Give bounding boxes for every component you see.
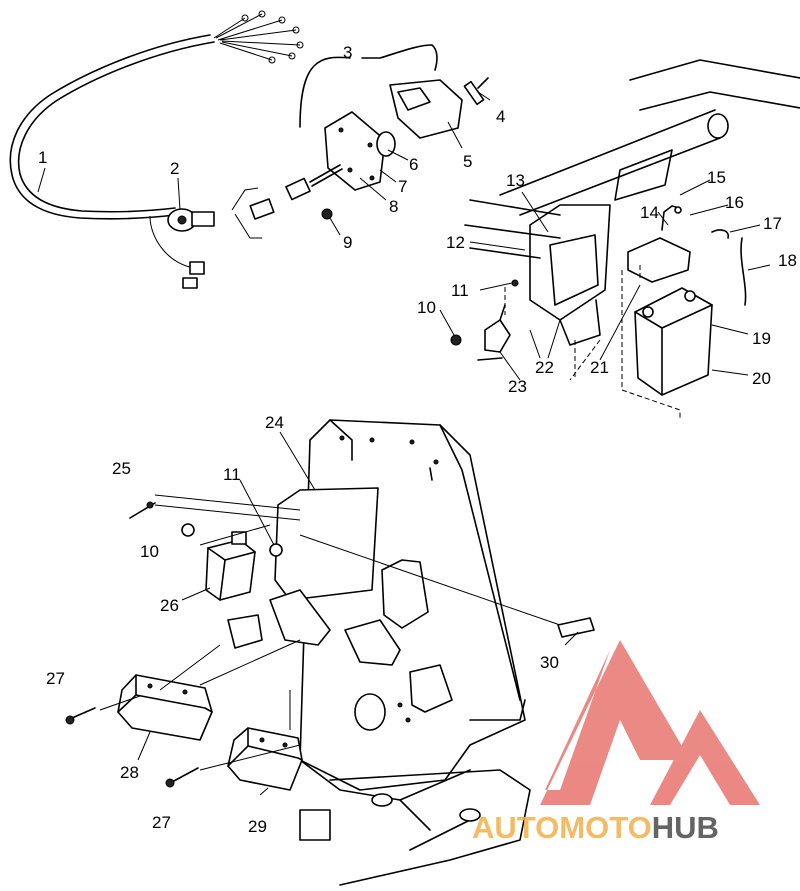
ignition-switch — [167, 208, 215, 232]
electrical-panel — [269, 419, 531, 886]
callout-23: 23 — [508, 377, 527, 396]
callout-labels: 1 2 3 4 5 6 7 8 9 10 11 12 13 14 15 16 1… — [38, 43, 797, 836]
callout-25: 25 — [112, 459, 131, 478]
callout-14: 14 — [640, 203, 659, 222]
callout-26: 26 — [160, 596, 179, 615]
callout-11b: 11 — [223, 465, 241, 484]
callout-29: 29 — [248, 817, 267, 836]
callout-20: 20 — [752, 369, 771, 388]
callout-4: 4 — [496, 107, 505, 126]
callout-10b: 10 — [140, 542, 159, 561]
callout-15: 15 — [707, 168, 726, 187]
callout-27: 27 — [46, 669, 65, 688]
callout-16: 16 — [725, 193, 744, 212]
callout-10: 10 — [417, 298, 436, 317]
callout-27b: 27 — [152, 813, 171, 832]
callout-17: 17 — [763, 214, 782, 233]
callout-5: 5 — [463, 152, 472, 171]
callout-24: 24 — [265, 413, 284, 432]
battery-assembly — [450, 205, 747, 420]
callout-7: 7 — [398, 177, 407, 196]
callout-22: 22 — [535, 358, 554, 377]
automotohub-logo-icon — [540, 640, 760, 805]
automotohub-watermark: AUTOMOTOHUB — [472, 640, 760, 845]
callout-9: 9 — [343, 233, 352, 252]
callout-30: 30 — [540, 653, 559, 672]
callout-13: 13 — [506, 171, 525, 190]
callout-8: 8 — [389, 197, 398, 216]
callout-6: 6 — [409, 155, 418, 174]
callout-19: 19 — [752, 329, 771, 348]
wiring-harness — [9, 10, 304, 289]
callout-3: 3 — [343, 43, 352, 62]
callout-1: 1 — [38, 148, 47, 167]
taillight-assembly — [285, 44, 489, 220]
callout-28: 28 — [120, 763, 139, 782]
callout-12: 12 — [446, 233, 465, 252]
svg-text:AUTOMOTOHUB: AUTOMOTOHUB — [472, 810, 719, 845]
callout-2: 2 — [170, 159, 179, 178]
callout-21: 21 — [590, 358, 609, 377]
frame-upper — [464, 59, 800, 346]
cdi-and-boxes — [65, 501, 595, 791]
callout-11: 11 — [451, 281, 469, 300]
watermark-text-hub: HUB — [652, 810, 719, 845]
leader-lines — [37, 91, 771, 796]
watermark-text-automoto: AUTOMOTO — [472, 810, 652, 845]
callout-18: 18 — [778, 251, 797, 270]
